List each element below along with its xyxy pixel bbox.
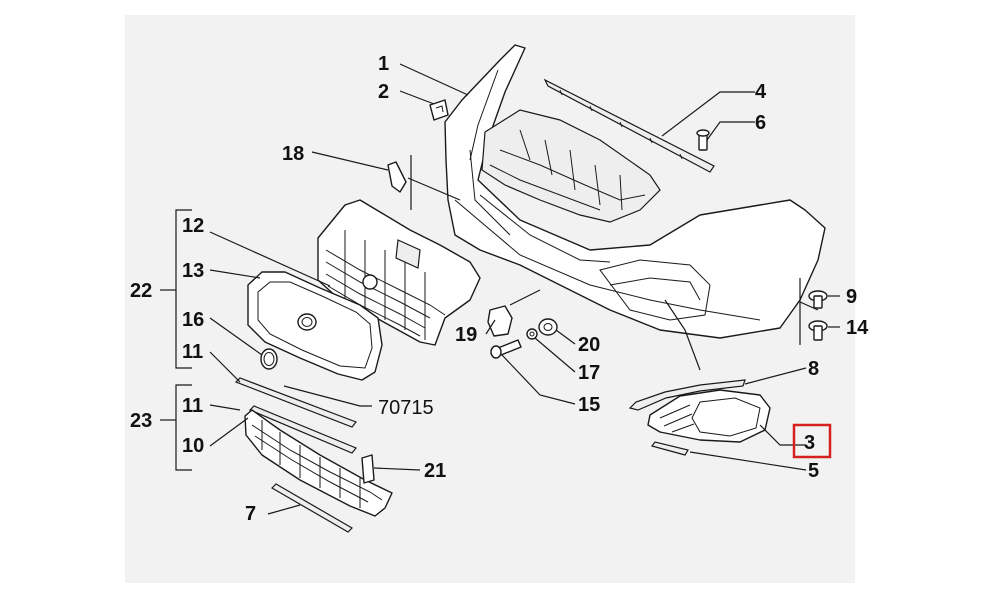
part-15-bolt	[490, 339, 522, 359]
part-11-trim-strip-upper	[234, 377, 357, 428]
label-12: 12	[182, 215, 204, 237]
label-13: 13	[182, 260, 204, 282]
part-20-bushing	[538, 318, 558, 336]
label-11-upper: 11	[182, 341, 203, 363]
part-21-clip	[361, 454, 375, 484]
part-8-trim-strip	[628, 379, 746, 411]
label-9: 9	[846, 286, 857, 308]
part-6-screw	[696, 129, 710, 151]
part-7-lower-strip	[271, 483, 353, 533]
part-19-bracket	[487, 305, 513, 337]
label-14: 14	[846, 317, 869, 339]
part-labels: 1 2 4 6 18 12 13 22 16 11 11 23 10 7 21 …	[130, 53, 869, 525]
label-8: 8	[808, 358, 819, 380]
label-18: 18	[282, 143, 304, 165]
label-5: 5	[808, 460, 819, 482]
inner-absorber	[481, 109, 661, 223]
part-11-trim-strip-lower	[248, 405, 357, 454]
label-7: 7	[245, 503, 256, 525]
part-17-washer	[526, 328, 538, 340]
label-19: 19	[455, 324, 477, 346]
part-2-clip	[429, 99, 449, 121]
label-20: 20	[578, 334, 600, 356]
label-16: 16	[182, 309, 204, 331]
label-17: 17	[578, 362, 600, 384]
highlight-box	[792, 423, 832, 459]
label-21: 21	[424, 460, 446, 482]
label-15: 15	[578, 394, 600, 416]
part-16-emblem	[260, 348, 278, 370]
label-2: 2	[378, 81, 389, 103]
label-23: 23	[130, 410, 152, 432]
label-1: 1	[378, 53, 389, 75]
label-4: 4	[755, 81, 767, 103]
label-22: 22	[130, 280, 152, 302]
highlighted-part-3[interactable]: 3	[792, 423, 832, 459]
label-6: 6	[755, 112, 766, 134]
label-11-lower: 11	[182, 395, 203, 417]
part-14-push-clip	[808, 320, 828, 341]
part-5-small-trim	[650, 441, 689, 456]
label-10: 10	[182, 435, 204, 457]
part-13-grille-surround	[247, 271, 383, 381]
part-10-lower-grille	[244, 409, 393, 517]
part-4-upper-strip	[543, 78, 715, 173]
part-9-push-clip	[808, 290, 828, 309]
leader-lines	[160, 63, 840, 515]
bumper-cover	[444, 44, 826, 339]
reference-code: 70715	[378, 397, 434, 419]
part-18-bracket	[387, 161, 407, 193]
label-3: 3	[804, 432, 815, 454]
